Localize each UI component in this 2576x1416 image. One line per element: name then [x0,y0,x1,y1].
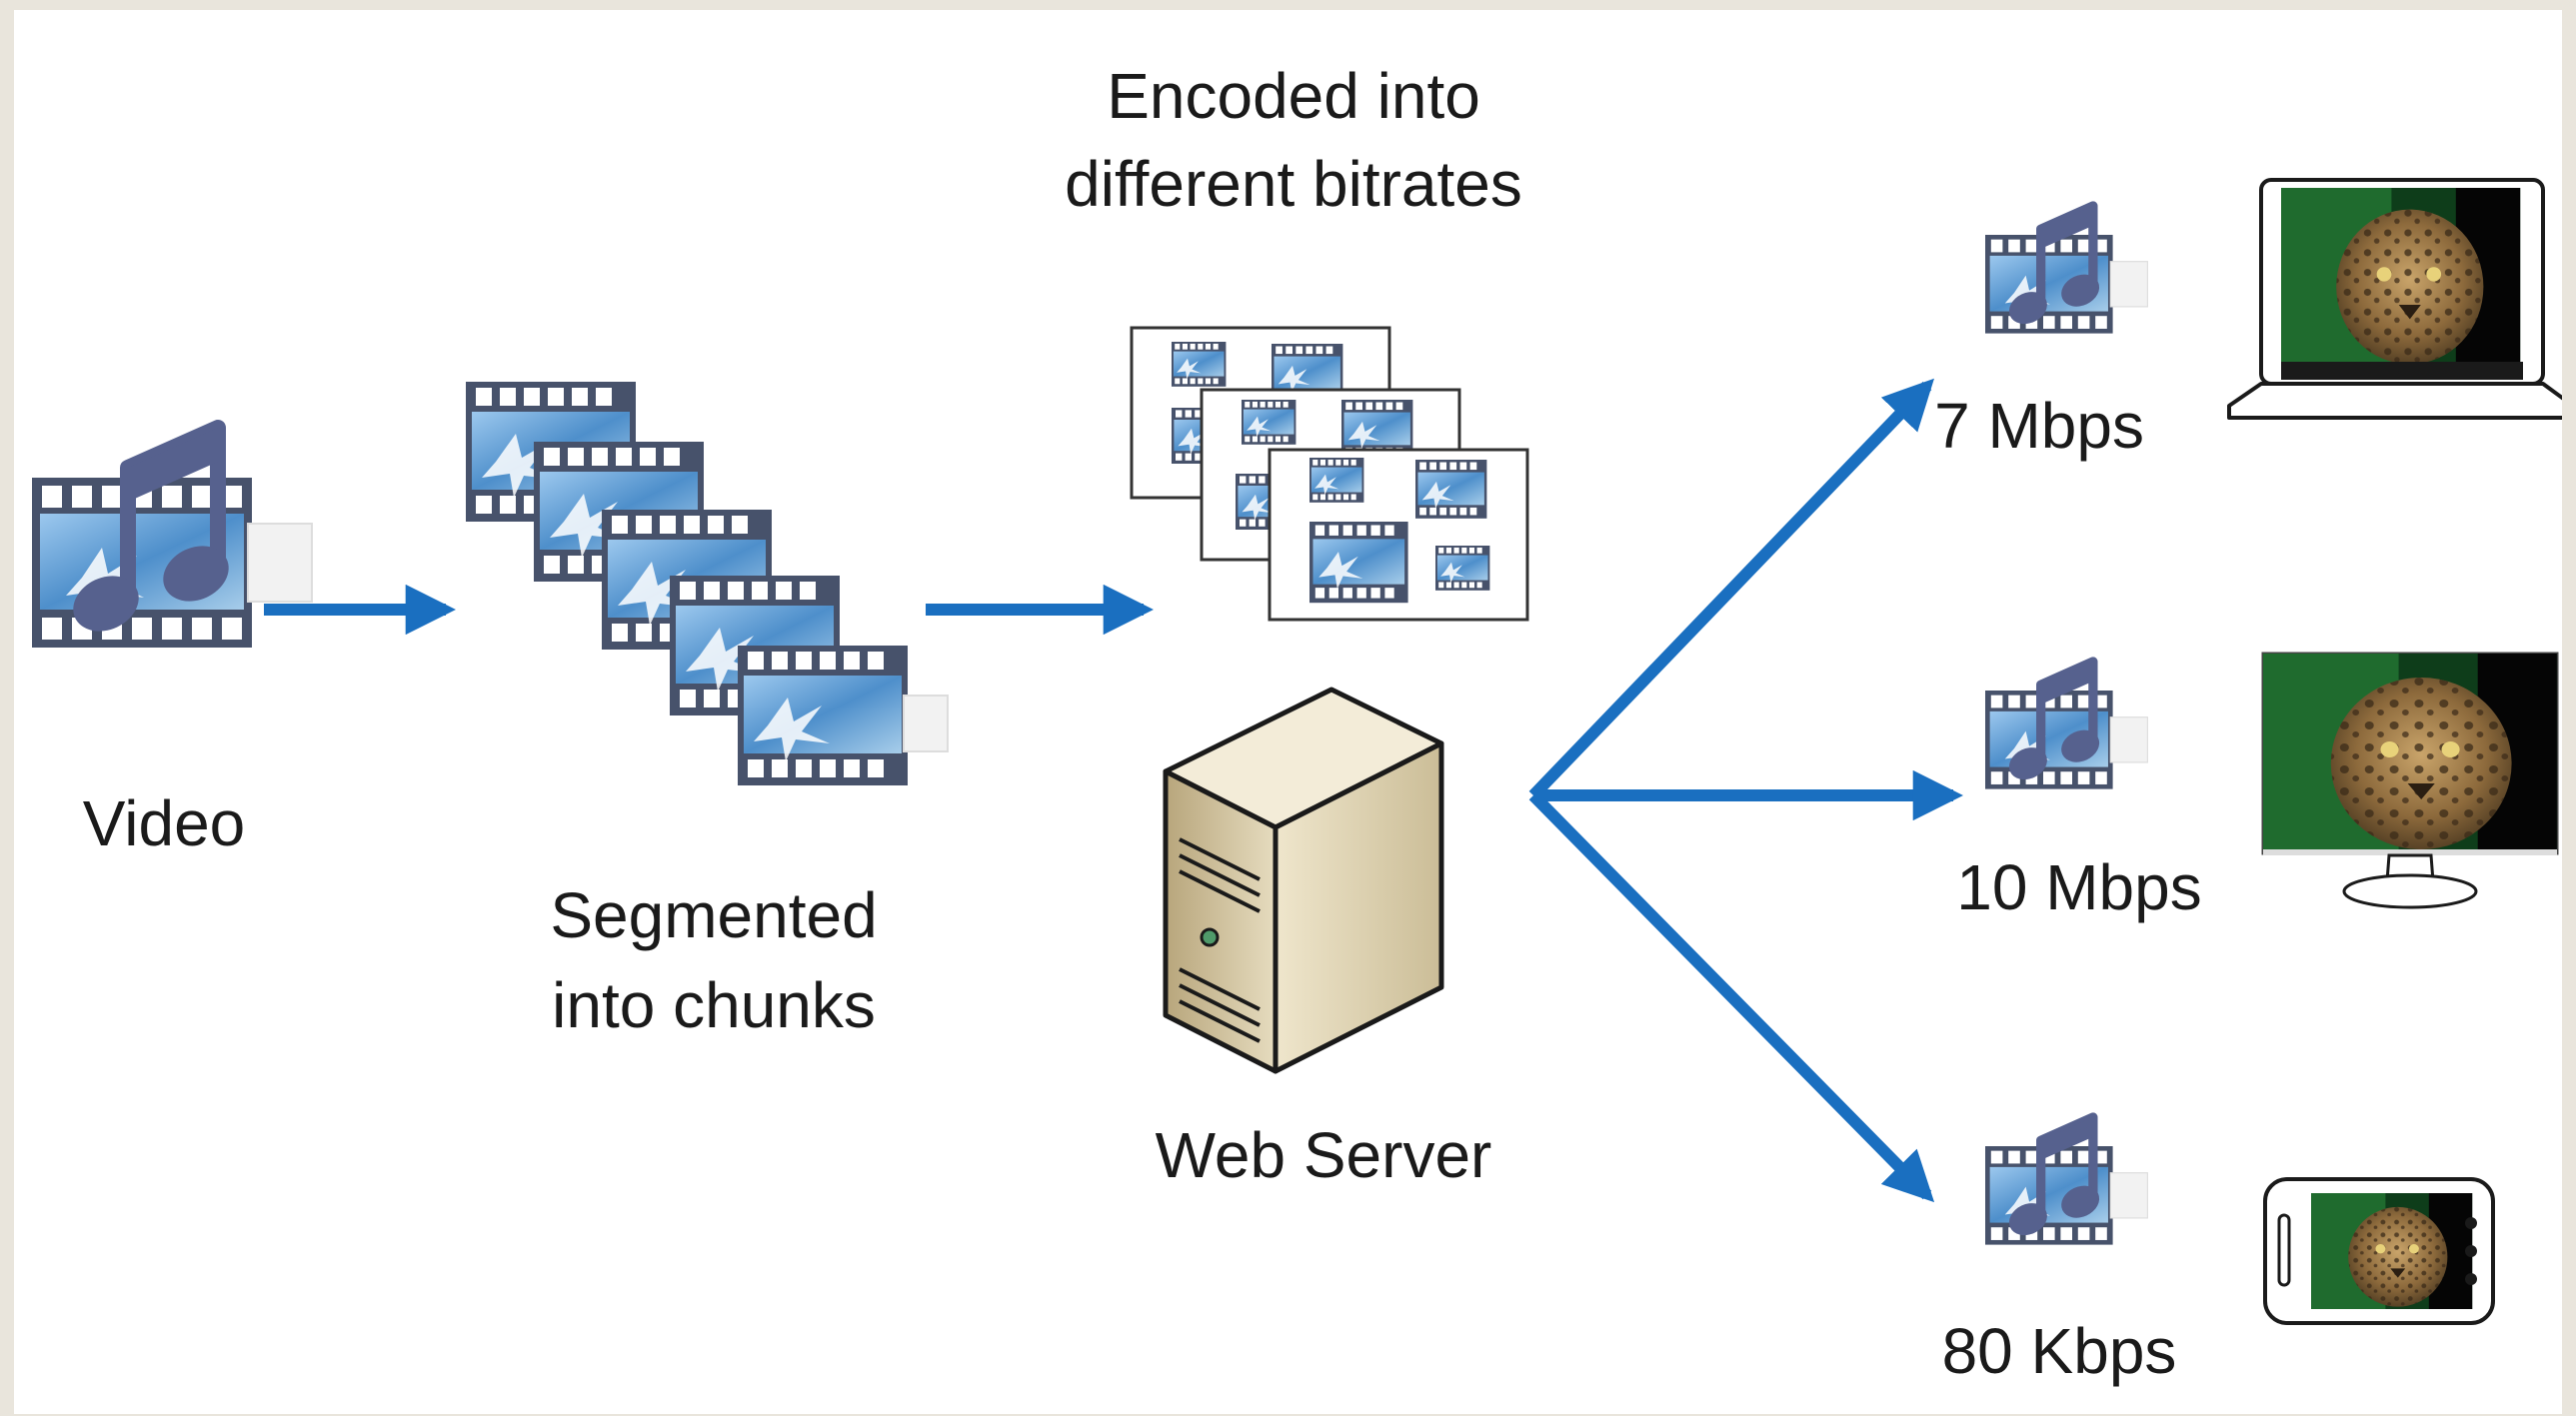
video-chunks-icon [466,382,949,785]
distribution-arrows [1528,378,1964,1203]
video-7mbps-icon [1984,206,2148,334]
diagram-canvas: Encoded into different bitrates Video Se… [14,10,2562,1414]
encoded-documents-icon [1130,326,1529,622]
segmented-label-line1: Segmented [550,879,878,951]
video-10mbps-icon [1984,662,2148,789]
arrow-to-7mbps [1528,378,1934,800]
arrow-to-80kbps [1528,790,1935,1203]
bitrate-7mbps-label: 7 Mbps [1934,390,2144,462]
bitrate-10mbps-label: 10 Mbps [1956,851,2202,923]
monitor-icon [2261,652,2559,909]
video-label: Video [82,787,246,859]
smartphone-icon [2263,1177,2495,1325]
segmented-label-line2: into chunks [552,969,876,1041]
web-server-icon [1163,687,1444,1074]
video-80kbps-icon [1984,1117,2148,1245]
bitrate-80kbps-label: 80 Kbps [1941,1315,2177,1387]
laptop-icon [2227,178,2562,420]
web-server-label: Web Server [1155,1119,1492,1191]
encoded-label-line2: different bitrates [1065,148,1522,220]
streaming-diagram [31,178,2562,1325]
encoded-label-line1: Encoded into [1107,60,1480,132]
